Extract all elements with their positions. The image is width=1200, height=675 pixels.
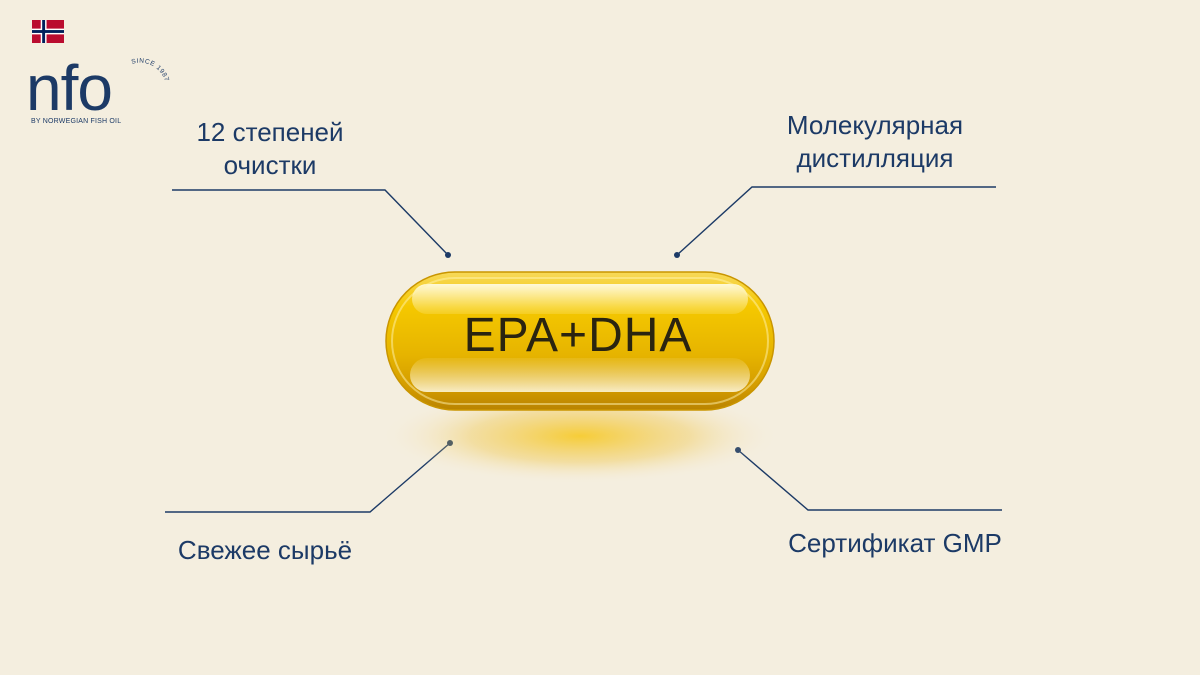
feature-purification-line1: 12 степеней [196,117,344,147]
brand-logo: nfo SINCE 1987 BY NORWEGIAN FISH OIL [26,52,169,142]
connector-line-top-right [676,186,996,256]
logo-wordmark: nfo [26,52,113,124]
feature-distillation-line2: дистилляция [796,143,954,173]
feature-distillation-line1: Молекулярная [786,110,964,140]
feature-label-distillation: Молекулярная дистилляция [760,109,990,175]
norway-flag-icon [32,20,64,43]
logo-since-arc: SINCE 1987 [131,58,170,83]
feature-label-fresh-raw-material: Свежее сырьё [150,534,380,567]
connector-dot-top-right [674,252,680,258]
connector-line-bottom-right [737,449,1002,511]
feature-purification-line2: очистки [223,150,317,180]
feature-label-gmp-certificate: Сертификат GMP [760,527,1030,560]
logo-tagline: BY NORWEGIAN FISH OIL [31,118,122,125]
connector-dot-top-left [445,252,451,258]
connector-line-top-left [172,189,449,256]
capsule-label: EPA+DHA [463,309,693,362]
feature-fresh-raw-material-text: Свежее сырьё [177,535,353,565]
feature-gmp-certificate-text: Сертификат GMP [788,528,1002,558]
softgel-capsule-icon [380,271,780,484]
feature-label-purification: 12 степеней очистки [170,116,370,182]
connector-line-bottom-left [165,442,451,513]
